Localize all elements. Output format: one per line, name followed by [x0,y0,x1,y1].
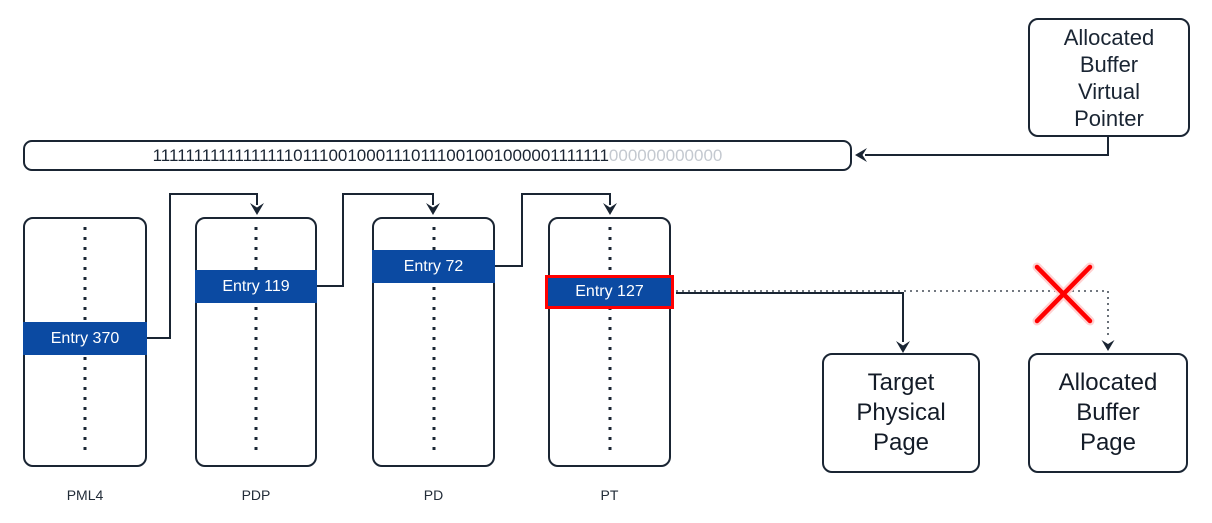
translated-bits: 1111111111111111101110010001110111001001… [152,145,609,165]
arrowhead-down-pdp [250,203,264,215]
red-x-icon [1032,262,1095,326]
target-physical-page-label: Target Physical Page [856,369,946,456]
page-table-pml4: Entry 370 [23,217,147,467]
connector-pointer-to-address [855,137,1109,162]
pdp-entry-band: Entry 119 [195,270,317,303]
pd-entry-label: Entry 72 [403,257,464,275]
pt-entry-band-highlighted: Entry 127 [545,275,674,309]
pml4-entry-label: Entry 370 [50,329,120,347]
pt-entry-label: Entry 127 [575,283,644,300]
table-label-pml4: PML4 [66,487,104,503]
entries-dotted-line [254,227,258,457]
allocated-buffer-virtual-pointer-box: Allocated Buffer Virtual Pointer [1028,18,1190,137]
allocated-buffer-virtual-pointer-label: Allocated Buffer Virtual Pointer [1063,24,1155,131]
allocated-buffer-page-label: Allocated Buffer Page [1058,369,1158,456]
arrowhead-down-target [896,341,910,353]
page-table-pd: Entry 72 [372,217,495,467]
connector-dotted-entry127-to-buffer [676,290,1115,351]
entries-dotted-line [608,227,611,457]
arrowhead-down-pd [426,203,440,215]
table-label-pdp: PDP [241,487,271,503]
arrowhead-left-address [855,148,867,162]
entries-dotted-line [432,227,435,457]
pml4-entry-band: Entry 370 [23,322,147,355]
page-table-pt: Entry 127 [545,217,674,467]
allocated-buffer-page-box: Allocated Buffer Page [1028,353,1188,473]
arrowhead-down-pt [603,203,617,215]
arrowhead-down-buffer [1101,340,1115,351]
pd-entry-band: Entry 72 [372,250,495,283]
target-physical-page-box: Target Physical Page [822,353,980,473]
table-label-pd: PD [423,487,444,503]
virtual-address-bar: 1111111111111111101110010001110111001001… [23,140,852,171]
table-label-pt: PT [600,487,619,503]
page-table-pdp: Entry 119 [195,217,317,467]
page-offset-bits: 000000000000 [608,145,723,165]
connector-entry127-to-target [676,292,910,353]
pdp-entry-label: Entry 119 [222,277,290,295]
